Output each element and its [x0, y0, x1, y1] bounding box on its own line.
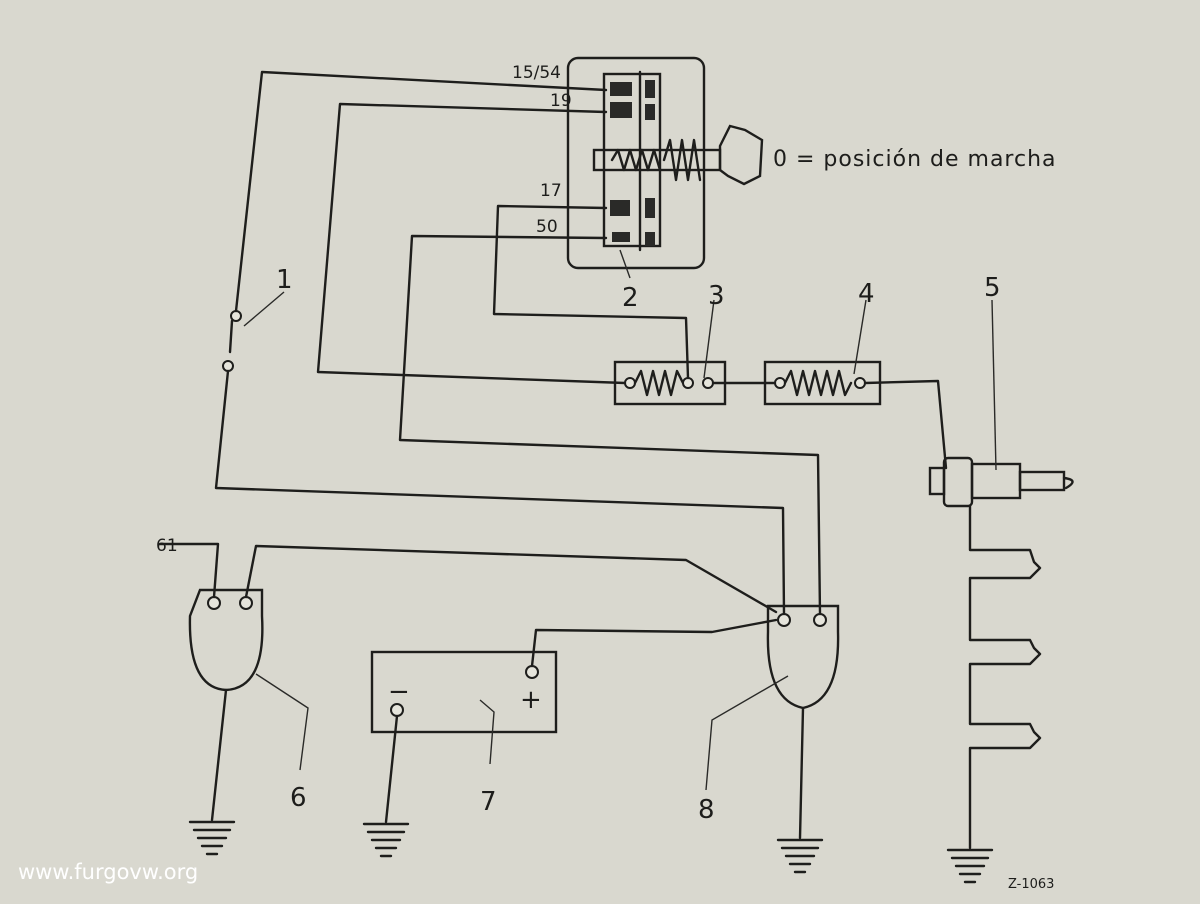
glow-plug-end — [1062, 476, 1074, 490]
glow-plug — [928, 456, 1074, 508]
contact-15-54 — [610, 82, 632, 96]
caption-text: 0 = posición de marcha — [773, 147, 1057, 172]
leader-6 — [255, 673, 309, 771]
contact-switch-1 — [222, 310, 242, 372]
starter-terminal — [777, 613, 791, 627]
contact-50 — [612, 232, 630, 242]
leader-5 — [991, 299, 997, 471]
wire-resistor-4-to-plug — [863, 379, 948, 470]
starter-terminal — [813, 613, 827, 627]
wire-generator-to-starter — [244, 544, 778, 614]
resistor-4 — [763, 360, 882, 406]
switch-spring-left — [610, 148, 662, 172]
contact-17 — [610, 200, 630, 216]
heater-coil-wire — [968, 504, 1042, 850]
wire-19-to-resistor-3 — [316, 102, 627, 385]
resistor-3-terminal — [702, 377, 714, 389]
contact-pad — [645, 198, 655, 218]
wire-switch-1-to-starter — [214, 369, 786, 616]
watermark: www.furgovw.org — [18, 860, 198, 884]
terminal-label-15-54: 15/54 — [512, 63, 561, 83]
resistor-4-coil — [783, 369, 853, 397]
contact-19 — [610, 102, 632, 118]
battery-plus-sign: + — [520, 685, 542, 715]
resistor-3-terminal — [624, 377, 636, 389]
switch-spring-right — [662, 138, 702, 182]
wire-terminal-61 — [158, 542, 220, 599]
glow-plug-nut — [928, 466, 946, 496]
ground-heater — [946, 848, 994, 884]
contact-pad — [645, 104, 655, 120]
battery-minus-sign: − — [388, 677, 410, 707]
glow-plug-hex — [942, 456, 974, 508]
wire-generator-ground — [210, 688, 228, 822]
switch-component: 15/54 19 17 50 — [512, 56, 764, 270]
leader-2 — [619, 249, 631, 279]
wire-starter-ground — [798, 706, 805, 840]
figure-reference: Z-1063 — [1008, 877, 1054, 892]
label-4: 4 — [858, 279, 875, 309]
wire-50-to-starter — [398, 234, 822, 616]
battery-body — [370, 650, 558, 734]
wire-15-54-to-switch-1 — [234, 70, 608, 313]
contact-pad — [645, 80, 655, 98]
wire-17-to-resistor-3 — [492, 204, 690, 380]
terminal-label-50: 50 — [536, 217, 558, 237]
switch-housing — [566, 56, 706, 270]
resistor-3-coil — [633, 369, 685, 397]
label-2: 2 — [622, 283, 639, 313]
label-3: 3 — [708, 281, 725, 311]
resistor-3 — [613, 360, 727, 406]
glow-plug-tip — [1018, 470, 1066, 492]
contact-terminal — [222, 360, 234, 372]
terminal-label-17: 17 — [540, 181, 562, 201]
label-7: 7 — [480, 787, 497, 817]
starter-motor — [766, 604, 840, 710]
contact-blade — [228, 319, 234, 354]
terminal-label-61: 61 — [156, 536, 178, 556]
wire-battery-ground — [384, 714, 399, 824]
resistor-4-terminal — [854, 377, 866, 389]
generator — [188, 588, 264, 692]
ground-generator — [188, 820, 236, 856]
ground-starter — [776, 838, 824, 874]
leader-3 — [703, 299, 715, 379]
wire-battery-to-starter — [530, 618, 778, 668]
leader-lines — [243, 249, 997, 791]
battery: − + — [370, 650, 558, 734]
label-8: 8 — [698, 795, 715, 825]
switch-knob — [718, 124, 764, 186]
generator-terminal-61 — [207, 596, 221, 610]
label-1: 1 — [276, 265, 293, 295]
wiring — [158, 70, 948, 840]
label-6: 6 — [290, 783, 307, 813]
leader-1 — [243, 291, 285, 327]
switch-contact-block — [602, 72, 662, 248]
resistor-4-terminal — [774, 377, 786, 389]
resistor-3-terminal — [682, 377, 694, 389]
leader-7 — [479, 699, 495, 765]
leader-4 — [853, 299, 867, 375]
leader-8 — [705, 675, 789, 791]
contact-terminal — [230, 310, 242, 322]
contact-pad — [645, 232, 655, 246]
ground-battery — [362, 822, 410, 858]
terminal-label-19: 19 — [550, 91, 572, 111]
battery-positive-terminal — [525, 665, 539, 679]
label-5: 5 — [984, 273, 1001, 303]
generator-terminal — [239, 596, 253, 610]
